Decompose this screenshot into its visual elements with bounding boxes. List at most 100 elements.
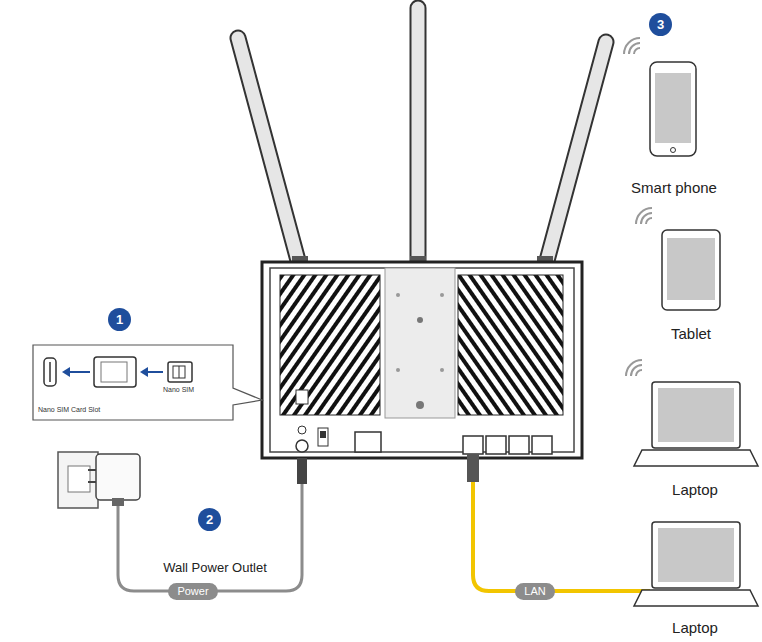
callout-number-text: 2 xyxy=(206,513,213,526)
callout-number-text: 3 xyxy=(657,18,664,31)
power-cable xyxy=(118,458,307,591)
device-label: Tablet xyxy=(671,325,711,342)
wifi-signal xyxy=(641,213,652,224)
smart-phone-icon xyxy=(650,62,696,156)
antenna xyxy=(410,8,427,268)
router-body xyxy=(458,275,563,415)
antenna xyxy=(238,38,300,268)
smart-phone-icon xyxy=(655,73,691,143)
cable-label: Power xyxy=(168,583,217,600)
power-adapter xyxy=(112,498,124,506)
wifi-signal xyxy=(634,48,640,54)
laptop-icon xyxy=(634,590,758,606)
wifi-signal xyxy=(636,208,652,224)
lan-cable xyxy=(467,454,479,482)
laptop-icon xyxy=(634,382,758,466)
router-ports xyxy=(318,428,328,446)
laptop-icon xyxy=(634,450,758,466)
router-ports xyxy=(486,436,506,454)
lan-cable xyxy=(473,480,650,591)
callout-number: 3 xyxy=(649,13,672,36)
power-adapter xyxy=(88,481,96,483)
wall-outlet xyxy=(58,452,98,508)
router-body xyxy=(440,368,444,372)
smart-phone-icon xyxy=(650,62,696,156)
router-ports xyxy=(509,436,529,454)
sim-callout xyxy=(179,366,180,378)
router-body xyxy=(440,293,444,297)
router-body xyxy=(385,268,455,418)
wifi-signal xyxy=(624,38,652,376)
router-ports xyxy=(320,431,326,438)
router-body xyxy=(280,275,380,415)
sim-callout xyxy=(101,362,127,382)
callout-number: 2 xyxy=(198,508,221,531)
wifi-signal xyxy=(624,38,640,54)
part-label: Nano SIM Card Slot xyxy=(38,406,100,414)
power-adapter xyxy=(88,454,140,506)
device-node: Tablet xyxy=(640,226,742,342)
sim-callout xyxy=(33,345,262,420)
sim-callout xyxy=(173,366,185,378)
router-ports xyxy=(532,436,552,454)
router-body xyxy=(417,317,423,323)
callout-number-text: 1 xyxy=(116,313,123,326)
router-ports xyxy=(463,436,483,454)
wall-outlet xyxy=(68,466,90,492)
router-body xyxy=(270,268,574,452)
wifi-signal xyxy=(629,43,640,54)
device-label: Laptop xyxy=(672,619,718,636)
sim-callout xyxy=(140,367,148,377)
router-ports xyxy=(298,426,306,434)
sim-callout xyxy=(33,345,262,420)
laptop-icon xyxy=(658,388,734,442)
sim-callout xyxy=(168,362,192,382)
callout-label: Wall Power Outlet xyxy=(163,560,267,575)
power-cable xyxy=(118,482,302,591)
antenna xyxy=(545,42,606,268)
wifi-signal xyxy=(646,218,652,224)
wifi-signal xyxy=(626,360,642,376)
tablet-icon xyxy=(662,230,720,310)
wifi-signal xyxy=(631,365,642,376)
power-adapter xyxy=(88,469,96,471)
router-body xyxy=(296,390,308,404)
router-ports xyxy=(296,440,308,452)
router-body xyxy=(416,401,424,409)
antenna xyxy=(238,8,606,270)
device-label: Smart phone xyxy=(631,179,717,196)
laptop-icon xyxy=(634,522,758,606)
cable-label: LAN xyxy=(515,583,554,600)
sim-callout-box: Nano SIM Card Slot Nano SIM xyxy=(33,345,233,420)
device-label: Laptop xyxy=(672,481,718,498)
laptop-icon xyxy=(652,522,740,588)
router-body xyxy=(458,275,563,415)
smart-phone-icon xyxy=(671,148,676,153)
wifi-signal xyxy=(636,370,642,376)
device-node: Laptop xyxy=(628,518,762,636)
callout-number: 1 xyxy=(108,308,131,331)
antenna xyxy=(412,8,425,268)
power-adapter xyxy=(96,454,140,500)
device-node: Laptop xyxy=(628,378,762,498)
device-node: Smart phone xyxy=(618,58,730,196)
laptop-icon xyxy=(658,528,734,582)
router-body xyxy=(396,293,400,297)
router-body xyxy=(396,368,400,372)
router-ports xyxy=(355,432,381,452)
router-body xyxy=(262,262,582,458)
lan-cable xyxy=(467,454,650,591)
antenna xyxy=(545,42,606,268)
tablet-icon xyxy=(667,238,715,300)
router-body xyxy=(280,275,380,415)
power-cable xyxy=(297,458,307,484)
sim-callout xyxy=(49,362,51,382)
wall-outlet xyxy=(58,452,98,508)
sim-callout xyxy=(44,358,56,386)
tablet-icon xyxy=(662,230,720,310)
sim-callout xyxy=(94,357,136,387)
router-ports xyxy=(296,426,552,454)
antenna xyxy=(238,38,300,268)
part-label: Nano SIM xyxy=(163,386,194,394)
router-body xyxy=(262,262,582,458)
